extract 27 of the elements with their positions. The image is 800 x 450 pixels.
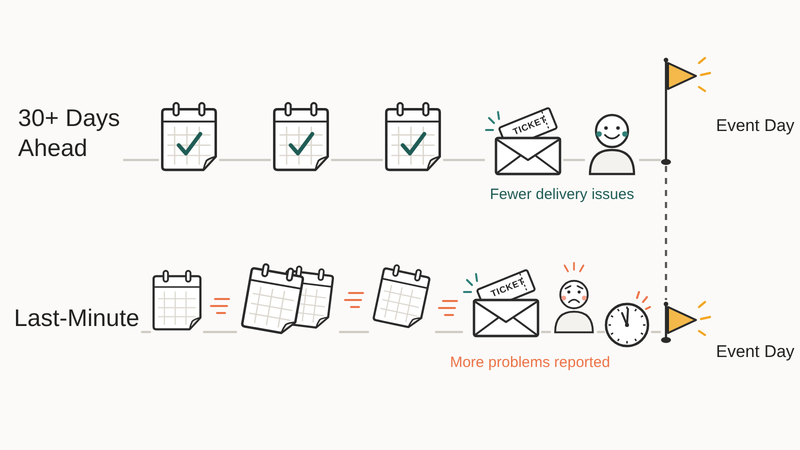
timeline-line (596, 330, 606, 334)
timeline-line (202, 330, 238, 334)
outcome-caption: Fewer delivery issues (490, 186, 634, 204)
clock-icon (604, 289, 652, 349)
flag-icon (660, 56, 712, 166)
timeline-line (140, 330, 152, 334)
timeline-line (122, 158, 160, 162)
row-label: Last-Minute (14, 304, 142, 334)
checked-calendar-icon (270, 100, 332, 174)
timeline-line (218, 158, 272, 162)
calendar-icon (150, 268, 204, 333)
timeline-line (638, 158, 662, 162)
timeline-line (442, 158, 486, 162)
row-label: 30+ Days Ahead (18, 104, 124, 164)
timeline-line (540, 330, 552, 334)
timeline-line (650, 330, 662, 334)
checked-calendar-icon (382, 100, 444, 174)
timeline-line (562, 158, 586, 162)
milestone-label: Event Day (716, 116, 794, 136)
outcome-caption: More problems reported (450, 354, 610, 372)
dashed-line (664, 166, 668, 300)
milestone-label: Event Day (716, 342, 794, 362)
timeline-line (434, 330, 464, 334)
checked-calendar-icon (158, 100, 220, 174)
flag-icon (660, 300, 712, 344)
timeline-line (330, 158, 384, 162)
timeline-line (338, 330, 370, 334)
